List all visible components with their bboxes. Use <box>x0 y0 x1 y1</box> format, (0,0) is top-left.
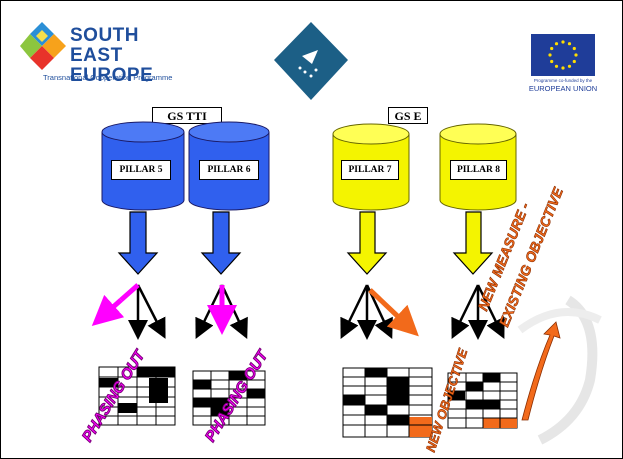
measure-grid-pillar-5 <box>98 366 176 426</box>
eu-cofunded-text: Programme co-funded by the <box>533 78 593 83</box>
branch-arrows-pillar-7 <box>340 284 419 340</box>
pillar-label-7: PILLAR 7 <box>341 160 399 180</box>
see-title-line2: EUROPE <box>70 65 154 86</box>
down-arrow-pillar-6 <box>200 211 242 275</box>
see-title: SOUTH EAST EUROPE <box>70 26 195 86</box>
see-title-line1: SOUTH EAST <box>70 25 139 66</box>
see-subtitle: Transnational Cooperation Programme <box>43 73 173 82</box>
eu-logo: Programme co-funded by the EUROPEAN UNIO… <box>528 34 598 94</box>
branch-arrows-pillar-6 <box>195 284 248 340</box>
measure-grid-pillar-7 <box>342 367 433 438</box>
eu-name-text: EUROPEAN UNION <box>528 84 598 93</box>
see-programme-logo: SOUTH EAST EUROPE Transnational Cooperat… <box>20 20 195 90</box>
group-label-gs-tti: GS TTI <box>152 107 222 124</box>
pillar-label-6: PILLAR 6 <box>199 160 259 180</box>
branch-arrows-pillar-5 <box>91 283 166 340</box>
see-logo-mark-icon <box>20 22 66 70</box>
group-label-gs-e: GS E <box>388 107 428 124</box>
center-logo <box>272 20 350 102</box>
down-arrow-pillar-8 <box>452 211 494 275</box>
down-arrow-pillar-5 <box>117 211 159 275</box>
branch-arrows-pillar-8 <box>451 284 505 340</box>
blue-diamond-logo-icon <box>274 22 348 100</box>
pillar-label-8: PILLAR 8 <box>450 160 507 180</box>
eu-flag-icon <box>531 34 595 76</box>
down-arrow-pillar-7 <box>346 211 388 275</box>
pillar-label-5: PILLAR 5 <box>111 160 171 180</box>
orange-curved-arrow <box>521 321 561 421</box>
measure-grid-pillar-8 <box>447 372 518 429</box>
measure-grid-pillar-6 <box>192 370 266 426</box>
